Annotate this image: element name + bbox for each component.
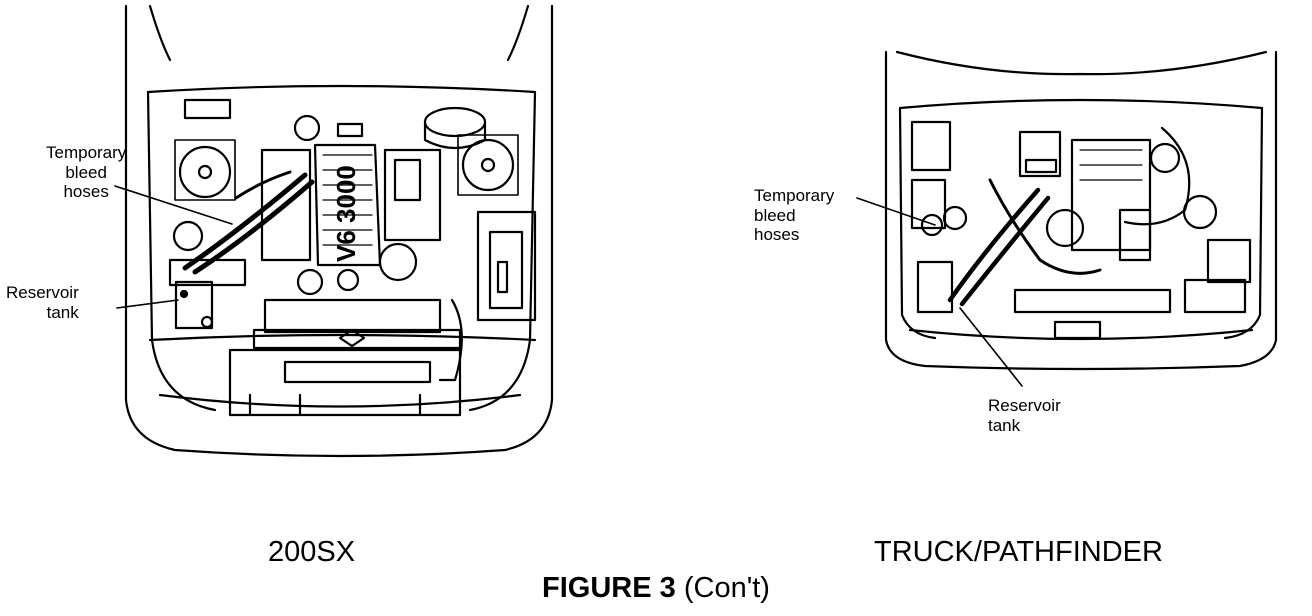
engine-label: V6 3000: [331, 165, 361, 262]
caption-200sx: 200SX: [268, 536, 356, 568]
truck-pathfinder-drawing: [884, 50, 1278, 371]
right-bleed-hoses-callout: Temporary bleed hoses: [754, 186, 835, 245]
caption-truck-pathfinder: TRUCK/PATHFINDER: [874, 536, 1163, 568]
figure-title-suffix: (Con't): [683, 572, 770, 604]
left-reservoir-callout: Reservoir tank: [6, 283, 79, 322]
figure-title: FIGURE 3 (Con't): [0, 572, 1312, 605]
figure-title-number: FIGURE 3: [542, 572, 676, 604]
car-200sx-drawing: [124, 4, 554, 458]
callout-leader-lines: [114, 185, 1023, 387]
left-bleed-hoses-callout: Temporary bleed hoses: [46, 143, 127, 202]
right-reservoir-callout: Reservoir tank: [988, 396, 1061, 435]
